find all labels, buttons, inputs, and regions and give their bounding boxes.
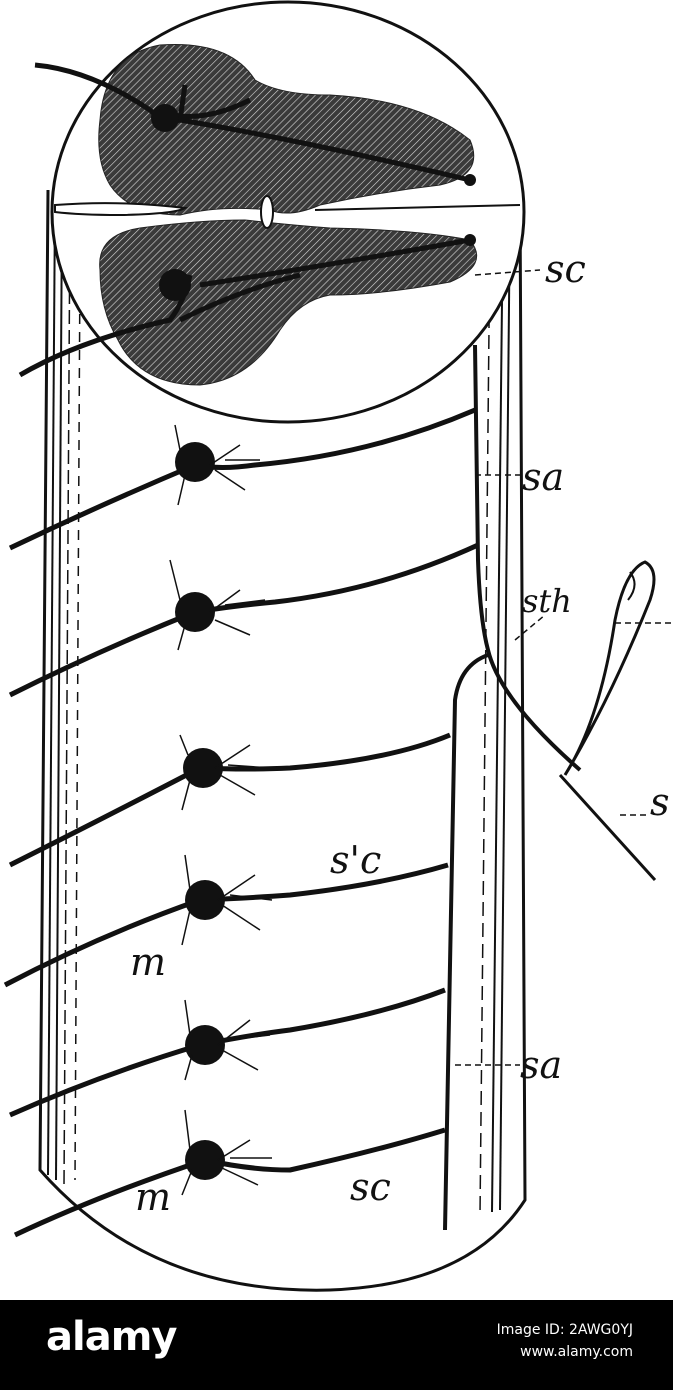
label-s-right: s [650, 780, 670, 824]
cord-cylinder [38, 189, 527, 1292]
spinal-ganglion-cell [563, 560, 656, 776]
watermark-footer: alamy Image ID: 2AWG0YJ www.alamy.com [0, 1300, 673, 1390]
cross-section [18, 0, 526, 424]
spinal-cord-illustration: sc sa sth s s'c m sa m sc [3, 0, 673, 1292]
central-canal [260, 195, 274, 229]
label-m-lower: m [135, 1175, 171, 1219]
leader-lines [455, 269, 673, 1066]
label-sc-top: sc [545, 247, 586, 291]
site-url: www.alamy.com [520, 1344, 633, 1360]
label-sth: sth [522, 582, 572, 620]
label-sa-upper: sa [522, 455, 564, 499]
dorsal-fissure [54, 202, 189, 217]
ventral-fissure [314, 204, 521, 211]
label-m-upper: m [130, 940, 166, 984]
grey-matter-dorsal [98, 43, 475, 216]
grey-matter-ventral [99, 219, 478, 386]
label-sa-lower: sa [520, 1043, 562, 1087]
image-id: Image ID: 2AWG0YJ [496, 1322, 633, 1338]
label-sc-bottom: sc [350, 1165, 391, 1209]
brand-logo: alamy [46, 1314, 177, 1360]
motor-neurons [3, 407, 480, 1238]
sensory-fibres [443, 344, 657, 1231]
label-s-c: s'c [330, 838, 381, 882]
